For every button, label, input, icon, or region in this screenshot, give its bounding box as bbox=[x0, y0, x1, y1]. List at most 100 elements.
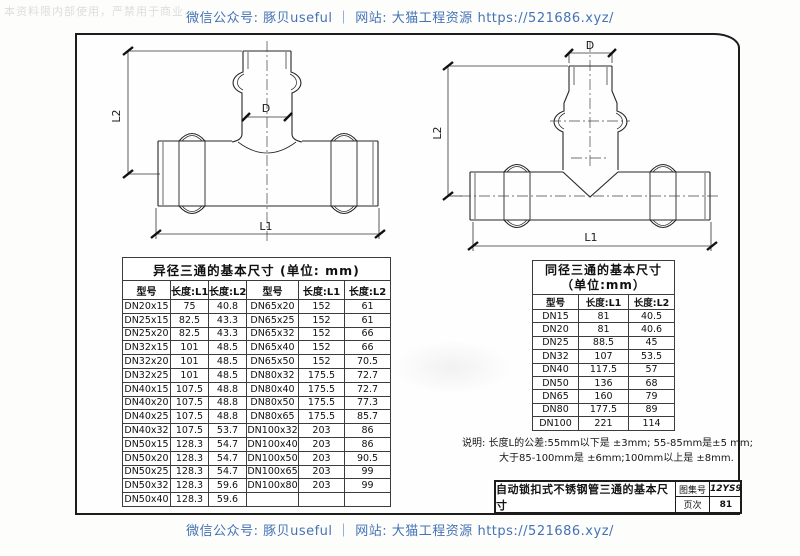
dim-label-d: D bbox=[262, 102, 270, 115]
table-cell: DN65x32 bbox=[246, 326, 299, 342]
dimension-lines bbox=[447, 52, 712, 251]
footer-text: 微信公众号: 豚贝useful ｜ 网站: 大猫工程资源 bbox=[186, 524, 478, 539]
sheet-title: 自动锁扣式不锈钢管三通的基本尺寸 bbox=[496, 482, 676, 512]
table-cell: DN32 bbox=[532, 349, 579, 364]
atlas-number-label: 图集号 bbox=[676, 482, 710, 497]
table-cell: DN80x50 bbox=[246, 395, 299, 411]
reducing-tee-table: 异径三通的基本尺寸 (单位: mm) 型号 长度:L1 长度:L2 型号 长度:… bbox=[121, 257, 392, 507]
dimension-ticks bbox=[122, 46, 386, 239]
table-cell: DN80x65 bbox=[246, 409, 299, 425]
table-cell: 101 bbox=[170, 367, 209, 383]
header-text: 微信公众号: 豚贝useful ｜ 网站: 大猫工程资源 bbox=[186, 11, 478, 26]
table-cell: 77.3 bbox=[343, 395, 392, 411]
table-cell: 152 bbox=[298, 326, 345, 342]
page-number-label: 页次 bbox=[676, 497, 710, 512]
table-cell: DN25x15 bbox=[122, 312, 171, 328]
equal-table-title: 同径三通的基本尺寸（单位:mm） bbox=[531, 260, 676, 295]
table-cell: 86 bbox=[343, 423, 392, 438]
col-header: 长度:L1 bbox=[578, 294, 629, 310]
table-cell: 203 bbox=[298, 464, 345, 480]
table-cell: 43.3 bbox=[208, 312, 247, 328]
header-url-link[interactable]: https://521686.xyz/ bbox=[477, 11, 614, 26]
centerlines bbox=[460, 41, 720, 197]
table-cell: 107.5 bbox=[170, 409, 209, 425]
col-header: 长度:L1 bbox=[298, 280, 345, 300]
dimension-lines bbox=[127, 50, 381, 239]
table-cell: 86 bbox=[343, 436, 392, 452]
table-cell: DN65x50 bbox=[246, 354, 299, 369]
table-cell: DN100x32 bbox=[246, 423, 299, 438]
table-cell: 53.5 bbox=[627, 349, 676, 364]
table-cell: DN50x20 bbox=[122, 450, 171, 466]
table-cell: 48.8 bbox=[208, 381, 247, 397]
col-header: 长度:L1 bbox=[170, 280, 209, 300]
equal-table-header-row: 型号 长度:L1 长度:L2 bbox=[532, 294, 676, 310]
table-cell: 107.5 bbox=[170, 381, 209, 397]
table-cell: 107 bbox=[578, 349, 629, 364]
table-cell: 57 bbox=[627, 362, 676, 377]
dim-label-l2: L2 bbox=[110, 109, 123, 122]
table-cell: DN15 bbox=[532, 308, 579, 324]
table-cell: DN100x50 bbox=[246, 450, 299, 466]
table-cell: DN32x25 bbox=[122, 367, 171, 383]
table-cell: 128.3 bbox=[170, 492, 209, 507]
table-cell: DN65 bbox=[532, 389, 579, 404]
table-cell: 40.8 bbox=[208, 299, 247, 314]
table-cell: 61 bbox=[343, 312, 392, 328]
table-cell bbox=[343, 492, 392, 507]
table-cell: 85.7 bbox=[343, 409, 392, 425]
table-cell: 81 bbox=[578, 308, 629, 324]
table-cell: DN80x32 bbox=[246, 367, 299, 383]
table-cell: 48.8 bbox=[208, 409, 247, 425]
internal-use-watermark: 本资料限内部使用，严禁用于商业. bbox=[4, 5, 189, 18]
table-cell: 128.3 bbox=[170, 436, 209, 452]
col-header: 长度:L2 bbox=[208, 280, 247, 300]
table-cell: 152 bbox=[298, 299, 345, 314]
note-line-1: 说明: 长度L的公差:55mm以下是 ±3mm; 55-85mm是±5 mm; bbox=[462, 438, 753, 449]
scan-smudge bbox=[392, 340, 512, 395]
table-cell: 128.3 bbox=[170, 450, 209, 466]
reducing-table-title: 异径三通的基本尺寸 (单位: mm) bbox=[121, 257, 392, 281]
reducing-table-header-row: 型号 长度:L1 长度:L2 型号 长度:L1 长度:L2 bbox=[122, 280, 392, 300]
table-cell: 40.6 bbox=[627, 322, 676, 337]
footer-url-link[interactable]: https://521686.xyz/ bbox=[477, 524, 614, 539]
dim-label-l1: L1 bbox=[584, 231, 597, 244]
table-cell: 66 bbox=[343, 340, 392, 356]
table-cell: 114 bbox=[627, 416, 676, 431]
table-cell: DN100 bbox=[532, 416, 579, 431]
table-cell: 107.5 bbox=[170, 395, 209, 411]
table-cell: 175.5 bbox=[298, 381, 345, 397]
col-header: 型号 bbox=[246, 280, 299, 300]
table-cell: 82.5 bbox=[170, 312, 209, 328]
table-cell: 101 bbox=[170, 340, 209, 356]
table-cell: DN40x32 bbox=[122, 423, 171, 438]
table-cell: 81 bbox=[578, 322, 629, 337]
table-cell: 88.5 bbox=[578, 335, 629, 351]
tolerance-note: 说明: 长度L的公差:55mm以下是 ±3mm; 55-85mm是±5 mm; … bbox=[462, 436, 762, 466]
table-cell: 221 bbox=[578, 416, 629, 431]
table-cell: 203 bbox=[298, 478, 345, 494]
table-cell: 72.7 bbox=[343, 381, 392, 397]
table-cell: 128.3 bbox=[170, 464, 209, 480]
table-cell: 72.7 bbox=[343, 367, 392, 383]
table-cell: DN25x20 bbox=[122, 326, 171, 342]
table-cell: 82.5 bbox=[170, 326, 209, 342]
table-cell: 45 bbox=[627, 335, 676, 351]
title-block: 自动锁扣式不锈钢管三通的基本尺寸 图集号 12YS9 页次 81 bbox=[494, 480, 742, 514]
col-header: 长度:L2 bbox=[627, 294, 676, 310]
table-cell: DN32x20 bbox=[122, 354, 171, 369]
